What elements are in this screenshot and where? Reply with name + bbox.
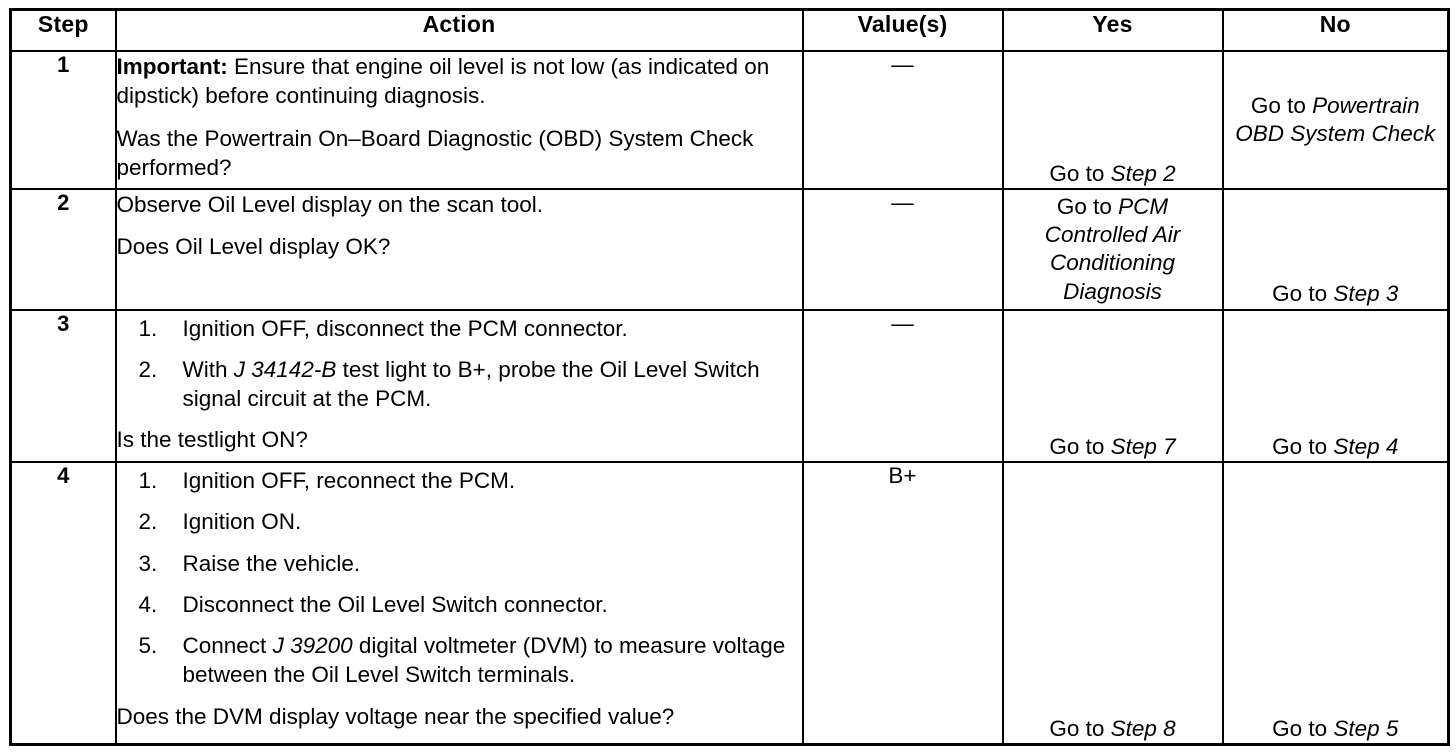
- action-paragraph: Was the Powertrain On–Board Diagnostic (…: [117, 124, 802, 183]
- table-row: 1 Important: Ensure that engine oil leve…: [9, 50, 1450, 190]
- column-header-value: Value(s): [801, 8, 1004, 52]
- branch-reference: Step 3: [1333, 281, 1399, 307]
- action-text: Observe Oil Level display on the scan to…: [116, 191, 543, 217]
- step-item-number: 1.: [138, 468, 158, 494]
- step-item-text: Ignition ON.: [182, 509, 302, 535]
- step-item-number: 2.: [138, 356, 158, 382]
- step-item-number: 5.: [138, 633, 158, 659]
- go-to-label: Go to: [1056, 193, 1119, 219]
- branch-reference: PCM Controlled Air Conditioning Diagnosi…: [1044, 193, 1181, 304]
- value-cell: —: [801, 187, 1004, 311]
- action-cell: 1. Ignition OFF, reconnect the PCM. 2. Ign…: [114, 461, 804, 746]
- yes-branch-cell: Go to PCM Controlled Air Conditioning Di…: [1001, 187, 1224, 311]
- table-row: 2 Observe Oil Level display on the scan …: [9, 187, 1450, 311]
- branch-reference: Step 2: [1110, 160, 1176, 186]
- step-number: 1: [9, 50, 117, 190]
- go-to-label: Go to: [1272, 715, 1334, 741]
- action-step-item: 2. Ignition ON.: [117, 507, 802, 536]
- step-item-text: digital voltmeter (DVM) to measure volta…: [182, 633, 786, 688]
- no-branch-cell: Go to Step 4: [1221, 308, 1450, 464]
- go-to-label: Go to: [1049, 160, 1111, 186]
- yes-branch-cell: Go to Step 7: [1001, 308, 1224, 464]
- action-step-item: 1. Ignition OFF, reconnect the PCM.: [117, 466, 802, 495]
- action-question: Is the testlight ON?: [116, 427, 308, 453]
- value-text: —: [891, 189, 914, 215]
- branch-reference: Step 4: [1333, 433, 1399, 459]
- step-item-text: Raise the vehicle.: [182, 550, 361, 576]
- no-branch-cell: Go to Powertrain OBD System Check: [1221, 50, 1450, 190]
- step-item-number: 3.: [138, 550, 158, 576]
- step-item-text: test light to B+, probe the Oil Level Sw…: [182, 356, 760, 411]
- step-item-number: 1.: [138, 315, 158, 341]
- value-text: —: [891, 52, 914, 77]
- column-header-step: Step: [9, 8, 117, 52]
- value-cell: B+: [801, 461, 1004, 746]
- action-paragraph: Important: Ensure that engine oil level …: [117, 52, 802, 111]
- action-step-item: 1. Ignition OFF, disconnect the PCM conne…: [117, 314, 802, 343]
- action-step-list: 1. Ignition OFF, disconnect the PCM conne…: [117, 314, 802, 414]
- action-cell: 1. Ignition OFF, disconnect the PCM conne…: [114, 308, 804, 464]
- no-branch-cell: Go to Step 5: [1221, 461, 1450, 746]
- step-item-text: Ignition OFF, reconnect the PCM.: [182, 468, 516, 494]
- value-text: —: [891, 310, 914, 336]
- step-number: 4: [9, 461, 117, 746]
- action-step-item: 5. Connect J 39200 digital voltmeter (DVM…: [117, 631, 802, 690]
- diagnostic-table: Step Action Value(s) Yes No 1 Important:…: [9, 8, 1450, 746]
- action-cell: Observe Oil Level display on the scan to…: [114, 187, 804, 311]
- table-row: 3 1. Ignition OFF, disconnect the PCM con…: [9, 308, 1450, 464]
- value-cell: —: [801, 308, 1004, 464]
- action-step-item: 2. With J 34142-B test light to B+, probe…: [117, 355, 802, 414]
- branch-reference: Powertrain OBD System Check: [1235, 92, 1436, 146]
- header-row: Step Action Value(s) Yes No: [9, 8, 1450, 52]
- step-item-text: Disconnect the Oil Level Switch connecto…: [182, 591, 608, 617]
- step-item-number: 2.: [138, 509, 158, 535]
- column-header-action: Action: [114, 8, 804, 52]
- go-to-label: Go to: [1049, 715, 1111, 741]
- action-text: Was the Powertrain On–Board Diagnostic (…: [116, 125, 754, 180]
- action-step-item: 4. Disconnect the Oil Level Switch connec…: [117, 590, 802, 619]
- branch-reference: Step 7: [1110, 433, 1176, 459]
- action-question: Does the DVM display voltage near the sp…: [116, 703, 675, 729]
- action-text: Does Oil Level display OK?: [116, 234, 391, 260]
- step-item-text: Ignition OFF, disconnect the PCM connect…: [182, 315, 628, 341]
- yes-branch-cell: Go to Step 2: [1001, 50, 1224, 190]
- step-item-text: Connect: [182, 633, 273, 659]
- action-paragraph: Does Oil Level display OK?: [117, 232, 802, 261]
- go-to-label: Go to: [1049, 433, 1111, 459]
- action-text: Ensure that engine oil level is not low …: [116, 54, 770, 109]
- go-to-label: Go to: [1272, 433, 1334, 459]
- column-header-yes: Yes: [1001, 8, 1224, 52]
- table-header: Step Action Value(s) Yes No: [9, 8, 1450, 52]
- table-body: 1 Important: Ensure that engine oil leve…: [9, 50, 1450, 746]
- tool-reference: J 34142-B: [233, 356, 337, 382]
- action-step-item: 3. Raise the vehicle.: [117, 549, 802, 578]
- column-header-no: No: [1221, 8, 1450, 52]
- go-to-label: Go to: [1272, 281, 1334, 307]
- action-cell: Important: Ensure that engine oil level …: [114, 50, 804, 190]
- branch-reference: Step 8: [1110, 715, 1176, 741]
- yes-branch-cell: Go to Step 8: [1001, 461, 1224, 746]
- go-to-label: Go to: [1250, 92, 1313, 118]
- step-item-number: 4.: [138, 591, 158, 617]
- value-cell: —: [801, 50, 1004, 190]
- important-label: Important:: [116, 54, 228, 79]
- no-branch-cell: Go to Step 3: [1221, 187, 1450, 311]
- action-paragraph: Observe Oil Level display on the scan to…: [117, 190, 802, 219]
- step-number: 3: [9, 308, 117, 464]
- tool-reference: J 39200: [272, 633, 353, 659]
- step-item-text: With: [182, 356, 234, 382]
- table-row: 4 1. Ignition OFF, reconnect the PCM. 2. I…: [9, 461, 1450, 746]
- value-text: B+: [888, 463, 917, 489]
- branch-reference: Step 5: [1333, 715, 1399, 741]
- step-number: 2: [9, 187, 117, 311]
- action-step-list: 1. Ignition OFF, reconnect the PCM. 2. Ign…: [117, 466, 802, 690]
